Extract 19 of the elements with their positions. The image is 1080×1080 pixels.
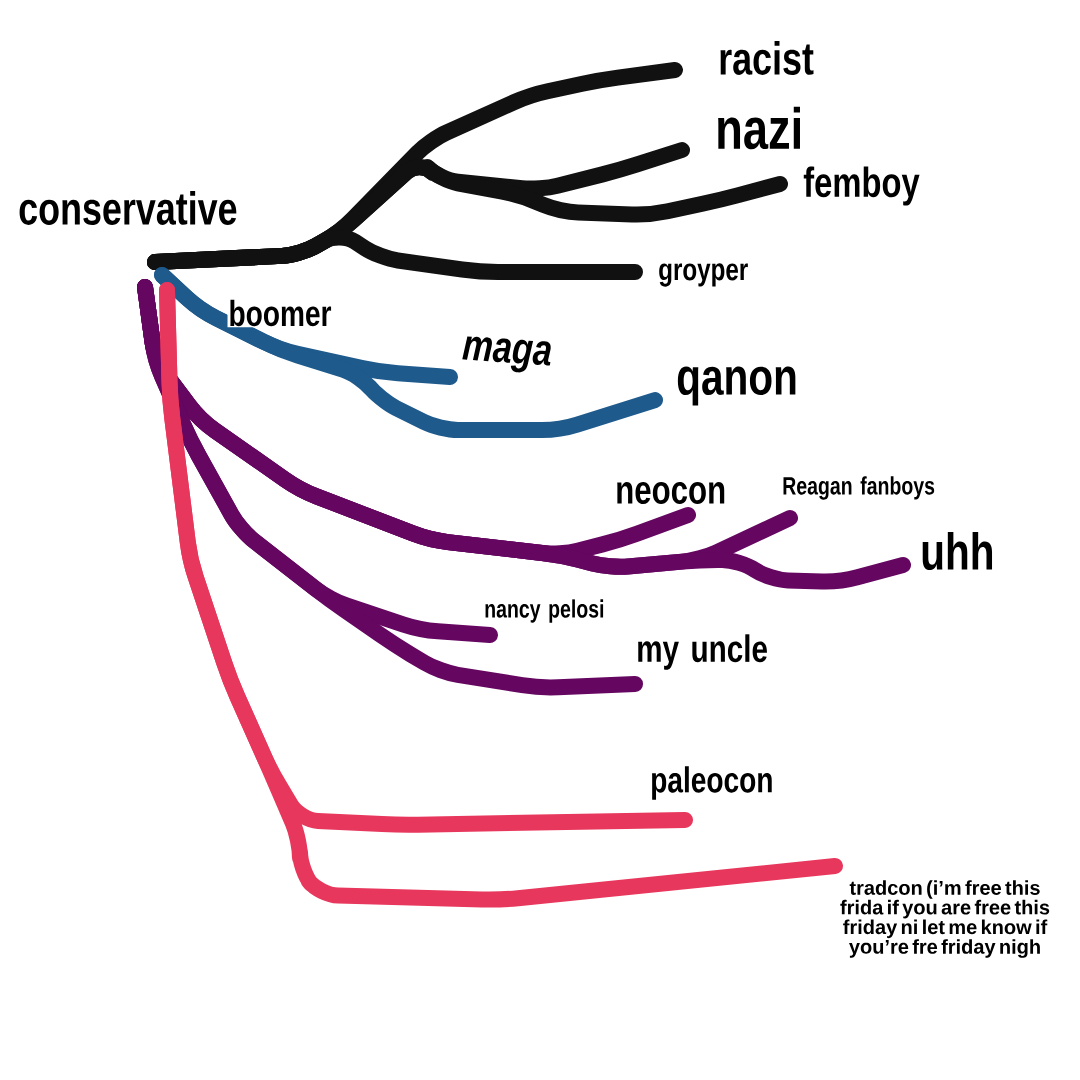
branch-label: uhh xyxy=(922,531,993,571)
branch-label: racist xyxy=(720,41,814,75)
branch-line xyxy=(154,267,663,438)
branch-label: nazi xyxy=(718,106,800,150)
branch-label: neocon xyxy=(617,482,725,504)
branch-label: femboy xyxy=(803,166,920,206)
branch-label: conservative xyxy=(19,191,237,225)
branch-label: groyper xyxy=(659,263,748,287)
branch-label: paleocon xyxy=(652,766,772,800)
branch-line xyxy=(147,229,643,280)
edge-label: boomer xyxy=(227,298,333,328)
branch-line xyxy=(137,279,643,696)
branch-label: nancy pelosi xyxy=(485,599,604,623)
branch-label: tradcon (i’m free this frida if you are free this friday ni let me know if you’re fre friday nigh xyxy=(840,880,1050,958)
branch-label: Reagan fanboys xyxy=(783,476,935,500)
branch-label: maga xyxy=(462,336,551,373)
branch-label: my uncle xyxy=(638,634,767,670)
branch-label: qanon xyxy=(677,366,796,406)
branch-line xyxy=(159,282,843,908)
